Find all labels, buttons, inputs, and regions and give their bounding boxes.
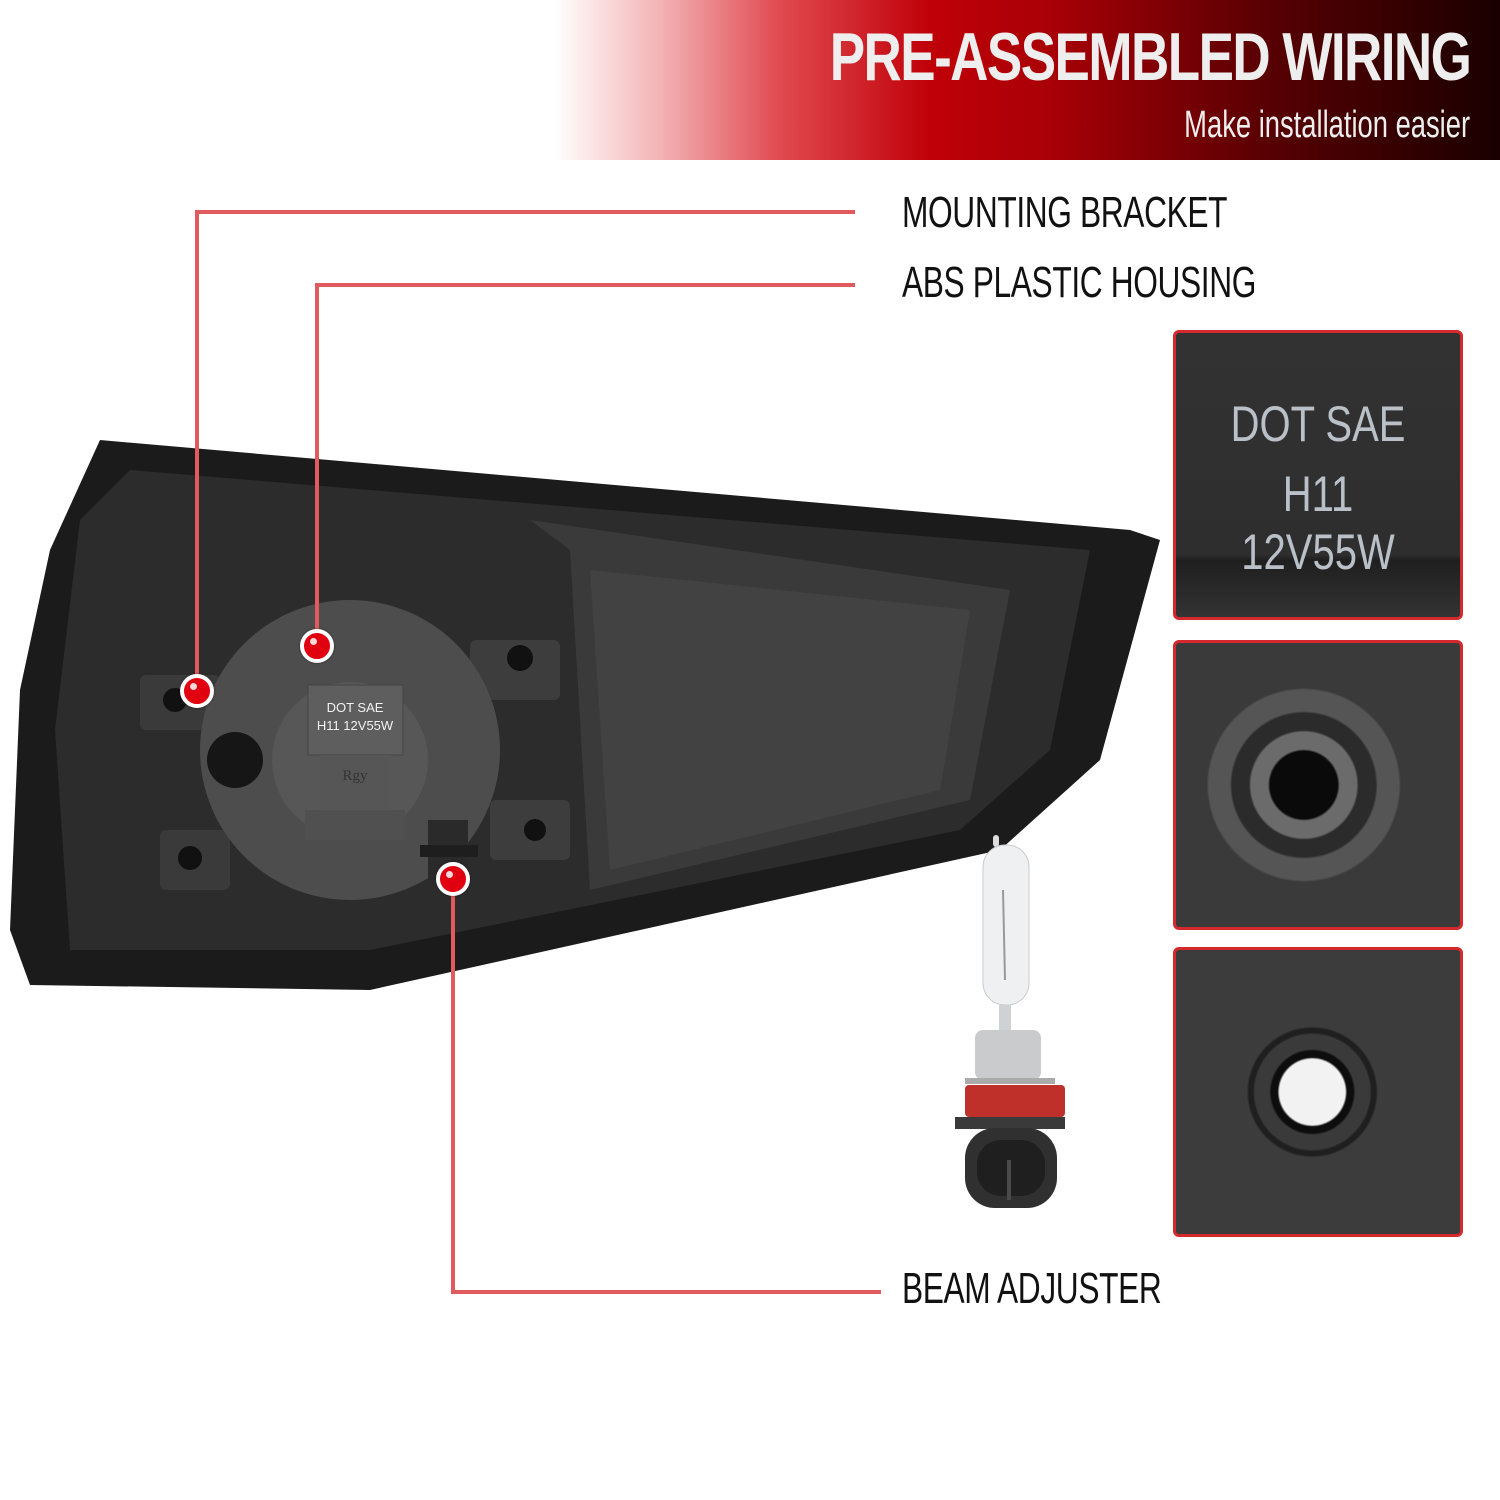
leader-line-housing-h: [315, 283, 855, 287]
banner-title: PRE-ASSEMBLED WIRING: [829, 19, 1471, 95]
leader-line-mounting-bracket-v: [195, 210, 199, 680]
lamp-cap-text: DOT SAE: [327, 700, 384, 715]
inset-beam-adjuster-gear: [1173, 640, 1463, 930]
inset-marking-line1: DOT SAE: [1230, 396, 1406, 452]
leader-line-beam-adjuster-h: [451, 1290, 881, 1294]
leader-line-housing-v: [315, 283, 319, 638]
fog-light-housing-image: DOT SAE H11 12V55W Rgy: [10, 440, 1160, 990]
inset-bulb-marking: DOT SAE H11 12V55W: [1173, 330, 1463, 620]
inset-marking-line2: H11 12V55W: [1241, 466, 1395, 580]
label-beam-adjuster: BEAM ADJUSTER: [902, 1264, 1162, 1313]
beam-adjuster-marker: [436, 862, 470, 896]
h11-bulb-image: [955, 835, 1065, 1208]
label-abs-plastic-housing: ABS PLASTIC HOUSING: [902, 258, 1257, 307]
header-banner: PRE-ASSEMBLED WIRING Make installation e…: [0, 0, 1500, 160]
svg-text:Rgy: Rgy: [342, 768, 368, 784]
label-mounting-bracket: MOUNTING BRACKET: [902, 188, 1228, 237]
svg-text:H11 12V55W: H11 12V55W: [317, 718, 394, 733]
leader-line-beam-adjuster-v: [451, 880, 455, 1294]
banner-subtitle: Make installation easier: [1184, 104, 1470, 146]
housing-marker: [300, 629, 334, 663]
mounting-bracket-marker: [180, 674, 214, 708]
leader-line-mounting-bracket-h: [195, 210, 855, 214]
inset-bulb-socket: [1173, 947, 1463, 1237]
